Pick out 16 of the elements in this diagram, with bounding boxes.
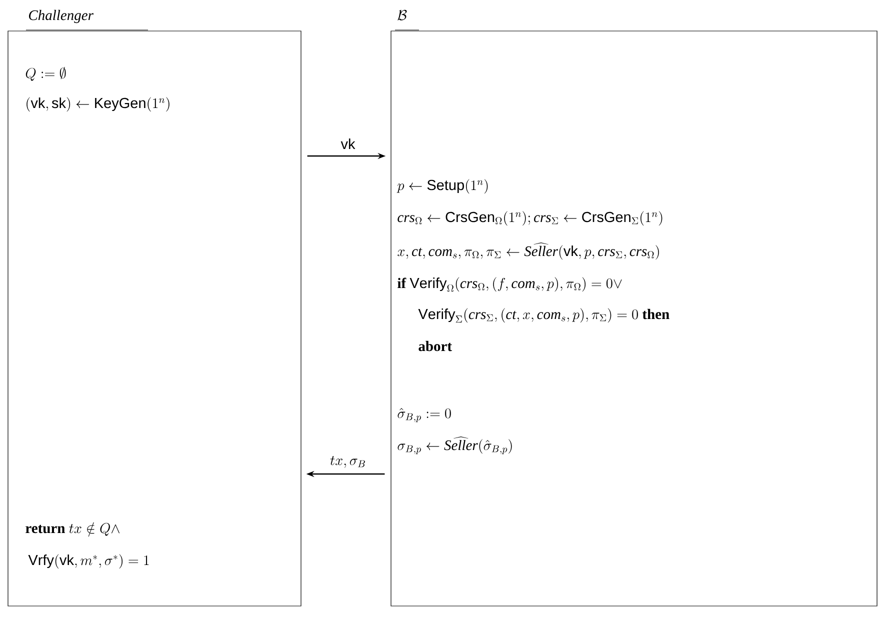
edge-label: $tx, \sigma_B$ bbox=[329, 455, 368, 469]
heading: $\mathit{Challenger}$ bbox=[29, 10, 94, 24]
formula-line: $\mathsf{Vrfy}(\mathsf{vk},m^*,\sigma^*) = 1$ bbox=[28, 554, 149, 569]
formula-line: $p \leftarrow \mathsf{Setup}(1^n)$ bbox=[396, 179, 488, 194]
formula-line: $\textbf{abort}$ bbox=[418, 340, 452, 352]
edge-label: $\mathsf{vk}$ bbox=[340, 138, 356, 150]
heading: $\mathcal{B}$ bbox=[398, 10, 407, 20]
formula-line: $\mathit{crs}_{\Omega} \leftarrow \mathsf{CrsGen}_{\Omega}(1^n); \mathit{crs}_{\Sigma} \leftarrow \mathsf{CrsGen}_{\Sigma}(1^n)$ bbox=[398, 211, 662, 226]
formula-line: $\hat{\sigma}_{B,p} \mathrel{:=} 0$ bbox=[398, 408, 451, 422]
formula-line: $\textbf{if } \mathsf{Verify}_{\Omega}(\mathit{crs}_{\Omega}, (f, \mathit{com}_s, p), \pi_{\Omega}) = 0 \vee$ bbox=[398, 277, 622, 292]
formula-line: $Q \mathrel{:=} \emptyset$ bbox=[26, 66, 66, 81]
formula-line: $\textbf{return } tx \notin Q \wedge$ bbox=[26, 522, 120, 537]
formula-line: $x, \mathit{ct}, \mathit{com}_s, \pi_{\Omega}, \pi_{\Sigma} \leftarrow \widehat{\mathit{Seller}}(\mathsf{vk}, p, \mathit{crs}_{\Sigma}, \mathit{crs}_{\Omega})$ bbox=[398, 242, 659, 260]
formula-line: $\mathsf{Verify}_{\Sigma}(\mathit{crs}_{\Sigma}, (\mathit{ct}, x, \mathit{com}_s, p), \pi_{\Sigma}) = 0 \textbf{ then}$ bbox=[418, 308, 670, 323]
formula-line: $\sigma_{B,p} \leftarrow \widehat{\mathit{Seller}}(\hat{\sigma}_{B,p})$ bbox=[398, 436, 512, 454]
formula-line: $(\mathsf{vk},\mathsf{sk}) \leftarrow \mathsf{KeyGen}(1^n)$ bbox=[26, 97, 170, 112]
